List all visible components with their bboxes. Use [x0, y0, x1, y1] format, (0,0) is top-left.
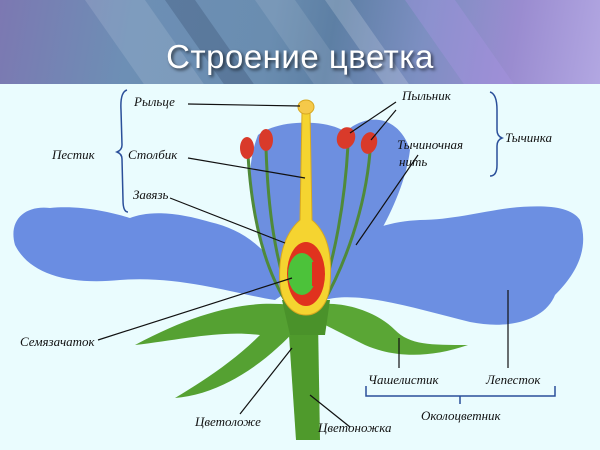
stigma-shape — [297, 99, 315, 115]
anthers — [240, 127, 378, 159]
flower-diagram: Рыльце Столбик Завязь Пестик Семязачаток… — [0, 84, 600, 450]
left-sepal-shape — [135, 303, 300, 398]
right-petal-shape — [325, 206, 584, 325]
page-title: Строение цветка — [166, 38, 434, 75]
label-sepal: Чашелистик — [368, 372, 439, 387]
brackets — [114, 89, 556, 404]
label-stamen: Тычинка — [505, 130, 552, 145]
leader-lines — [97, 101, 509, 428]
label-pedicel: Цветоножка — [318, 420, 392, 435]
label-stigma: Рыльце — [134, 94, 175, 109]
label-perianth: Околоцветник — [421, 408, 501, 423]
label-ovule: Семязачаток — [20, 334, 95, 349]
right-sepal-shape — [312, 303, 468, 355]
label-filament-line1: Тычиночная — [397, 137, 464, 152]
label-style: Столбик — [128, 147, 178, 162]
stem-shape — [288, 320, 320, 440]
ovule-shape — [288, 253, 316, 295]
label-anther: Пыльник — [402, 88, 451, 103]
left-petal-shape — [13, 207, 291, 300]
label-petal: Лепесток — [486, 372, 541, 387]
label-ovary: Завязь — [133, 187, 169, 202]
label-filament-line2: нить — [399, 154, 428, 169]
label-pistil: Пестик — [52, 147, 95, 162]
flower-illustration — [13, 89, 584, 440]
label-receptacle: Цветоложе — [195, 414, 261, 429]
title-banner: Строение цветка — [0, 0, 600, 84]
